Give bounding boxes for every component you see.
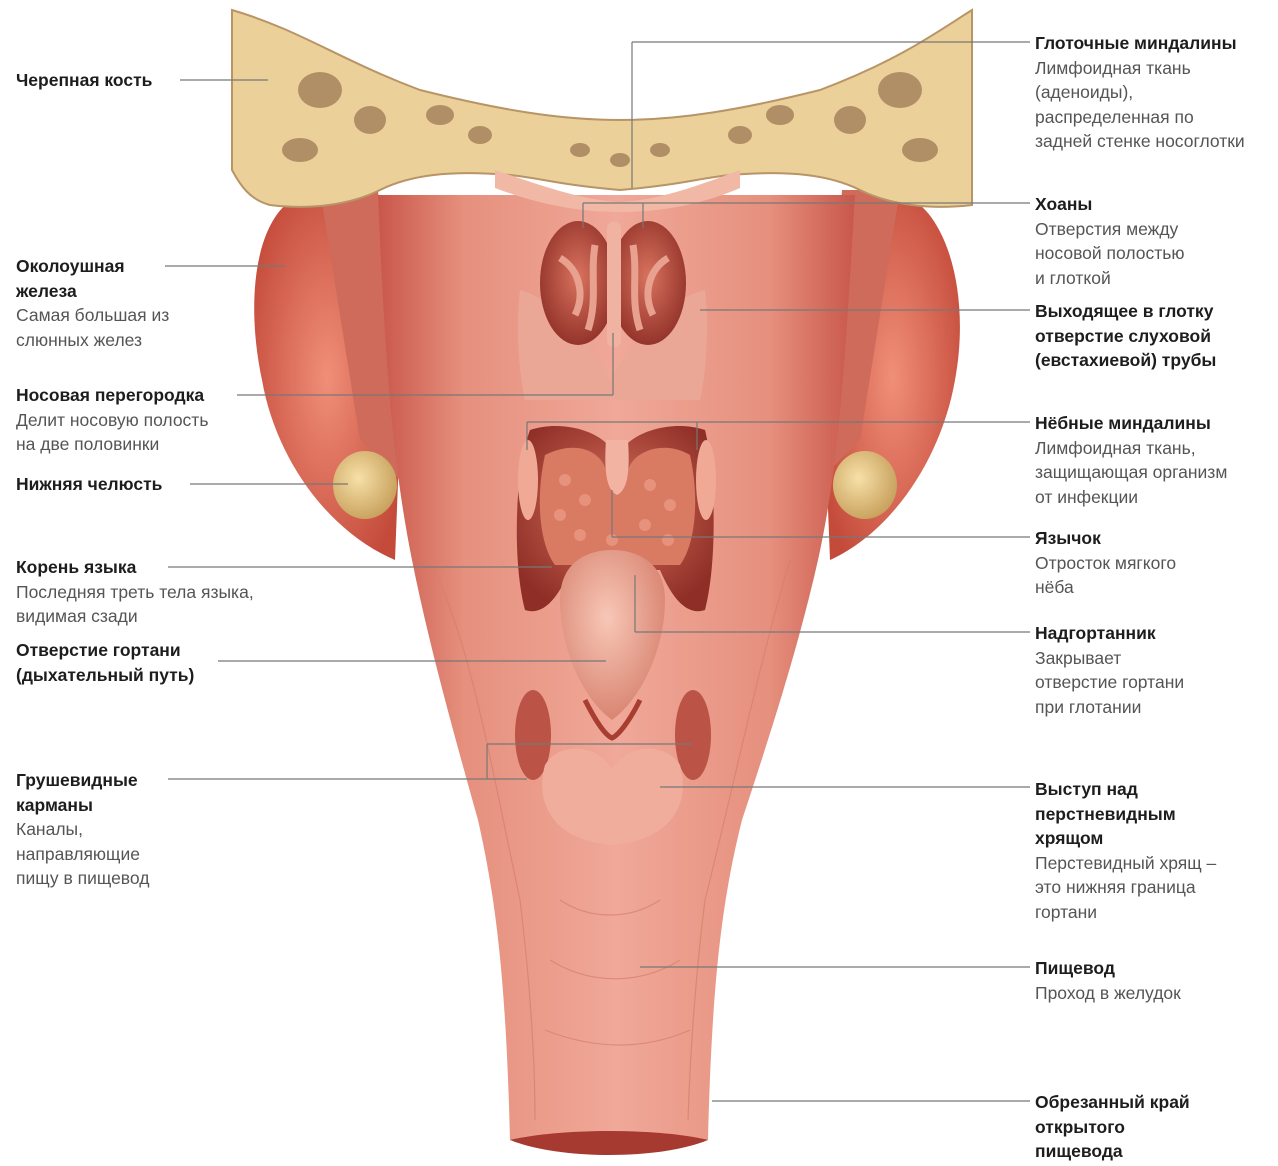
label-cricoid-prominence: Выступ над перстневидным хрящом Перстеви… xyxy=(1035,777,1216,924)
label-title: Пищевод xyxy=(1035,956,1181,981)
label-pharyngeal-tonsils: Глоточные миндалины Лимфоидная ткань (ад… xyxy=(1035,31,1245,154)
label-esophagus: Пищевод Проход в желудок xyxy=(1035,956,1181,1005)
choanae xyxy=(540,221,686,347)
label-piriform: Грушевидные карманы Каналы, направляющие… xyxy=(16,768,149,891)
label-title: Отверстие гортани (дыхательный путь) xyxy=(16,638,194,687)
label-description: Отросток мягкого нёба xyxy=(1035,551,1176,600)
label-description: Закрывает отверстие гортани при глотании xyxy=(1035,646,1184,720)
label-mandible: Нижняя челюсть xyxy=(16,472,162,497)
label-epiglottis: Надгортанник Закрывает отверстие гортани… xyxy=(1035,621,1184,719)
label-title: Нёбные миндалины xyxy=(1035,411,1227,436)
label-title: Надгортанник xyxy=(1035,621,1184,646)
label-title: Выходящее в глотку отверстие слуховой (е… xyxy=(1035,299,1216,373)
label-title: Глоточные миндалины xyxy=(1035,31,1245,56)
palatine-tonsil-right xyxy=(696,440,716,520)
label-description: Лимфоидная ткань, защищающая организм от… xyxy=(1035,436,1227,510)
label-tongue-root: Корень языка Последняя треть тела языка,… xyxy=(16,555,254,629)
label-eustachian-opening: Выходящее в глотку отверстие слуховой (е… xyxy=(1035,299,1216,373)
mandible-left xyxy=(333,451,397,519)
label-title: Носовая перегородка xyxy=(16,383,208,408)
label-description: Последняя треть тела языка, видимая сзад… xyxy=(16,580,254,629)
label-description: Лимфоидная ткань (аденоиды), распределен… xyxy=(1035,56,1245,154)
label-title: Хоаны xyxy=(1035,192,1185,217)
label-description: Перстевидный хрящ – это нижняя граница г… xyxy=(1035,851,1216,925)
palatine-tonsil-left xyxy=(518,440,538,520)
label-skull-bone: Черепная кость xyxy=(16,68,152,93)
label-palatine-tonsils: Нёбные миндалины Лимфоидная ткань, защищ… xyxy=(1035,411,1227,509)
label-title: Обрезанный край открытого пищевода xyxy=(1035,1090,1190,1164)
label-description: Отверстия между носовой полостью и глотк… xyxy=(1035,217,1185,291)
label-title: Черепная кость xyxy=(16,68,152,93)
label-title: Корень языка xyxy=(16,555,254,580)
label-description: Делит носовую полость на две половинки xyxy=(16,408,208,457)
label-description: Каналы, направляющие пищу в пищевод xyxy=(16,817,149,891)
label-parotid: Околоушная железа Самая большая из слюнн… xyxy=(16,254,169,352)
label-description: Самая большая из слюнных желез xyxy=(16,303,169,352)
label-cut-edge: Обрезанный край открытого пищевода xyxy=(1035,1090,1190,1164)
label-description: Проход в желудок xyxy=(1035,981,1181,1006)
skull-bone xyxy=(232,10,972,207)
label-nasal-septum: Носовая перегородка Делит носовую полост… xyxy=(16,383,208,457)
mandible-right xyxy=(833,451,897,519)
label-title: Околоушная железа xyxy=(16,254,169,303)
label-title: Язычок xyxy=(1035,526,1176,551)
label-uvula: Язычок Отросток мягкого нёба xyxy=(1035,526,1176,600)
label-title: Грушевидные карманы xyxy=(16,768,149,817)
label-title: Нижняя челюсть xyxy=(16,472,162,497)
label-title: Выступ над перстневидным хрящом xyxy=(1035,777,1216,851)
label-choanae: Хоаны Отверстия между носовой полостью и… xyxy=(1035,192,1185,290)
label-larynx-opening: Отверстие гортани (дыхательный путь) xyxy=(16,638,194,687)
